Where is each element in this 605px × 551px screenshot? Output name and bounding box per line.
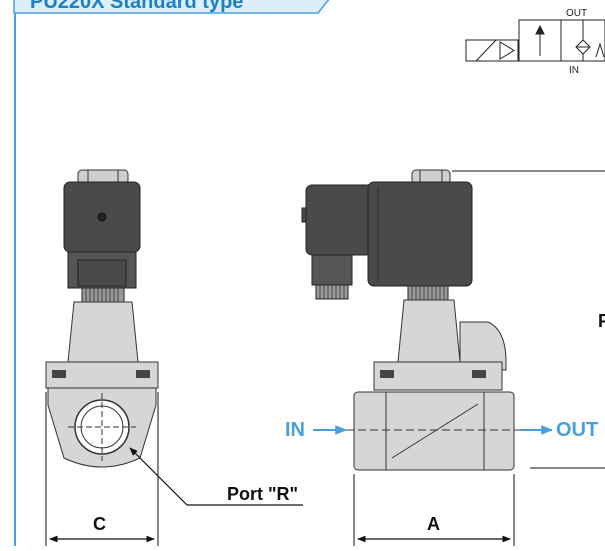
port-label: Port "R" xyxy=(227,484,298,504)
dimension-a xyxy=(353,474,515,546)
accent-border xyxy=(14,0,16,546)
dimension-a-label: A xyxy=(427,514,440,534)
side-view-valve xyxy=(45,169,159,468)
cut-letter: P xyxy=(598,311,605,331)
dimension-c-label: C xyxy=(93,514,106,534)
out-flow-label: OUT xyxy=(556,419,598,441)
page-title: PU220X Standard type xyxy=(30,0,243,13)
in-flow-label: IN xyxy=(285,419,305,441)
symbol-out-label: OUT xyxy=(566,8,587,19)
valve-symbol xyxy=(465,19,605,62)
symbol-in-label: IN xyxy=(569,65,579,76)
header-tab: PU220X Standard type xyxy=(13,0,330,14)
dimension-c xyxy=(45,392,159,546)
front-view-valve xyxy=(301,169,534,471)
